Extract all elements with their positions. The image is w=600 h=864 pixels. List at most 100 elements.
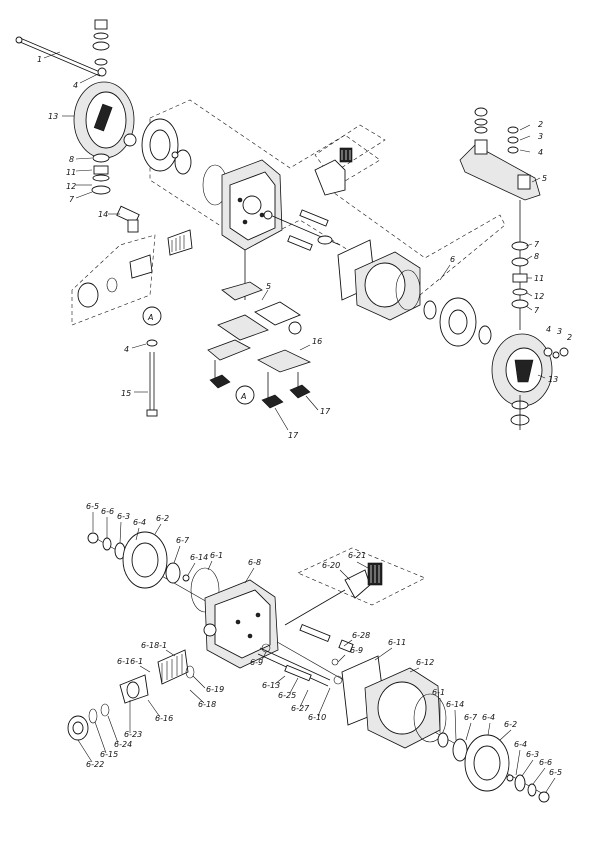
svg-text:4: 4 [546, 325, 551, 334]
svg-text:6-2: 6-2 [156, 514, 169, 523]
svg-text:6-14: 6-14 [446, 700, 464, 709]
callout-a-2: A [235, 385, 255, 405]
pilot-pad [314, 147, 353, 196]
svg-text:6-3: 6-3 [526, 750, 539, 759]
svg-text:6-16-1: 6-16-1 [117, 657, 143, 666]
svg-text:6-27: 6-27 [291, 704, 310, 713]
svg-text:5: 5 [266, 282, 271, 291]
svg-text:6-28: 6-28 [352, 631, 370, 640]
svg-text:3: 3 [557, 327, 562, 336]
svg-text:12: 12 [534, 292, 544, 301]
valve-stack-right [510, 200, 530, 430]
svg-text:6-21: 6-21 [348, 551, 366, 560]
svg-text:7: 7 [534, 240, 540, 249]
part-labels-top: 1 4 13 8 11 12 7 14 5 16 4 15 17 17 6 2 … [37, 55, 572, 440]
svg-text:6-16: 6-16 [155, 714, 173, 723]
svg-text:A: A [240, 392, 246, 401]
nut-stack-left [92, 19, 110, 66]
svg-text:2: 2 [538, 120, 543, 129]
svg-text:11: 11 [66, 168, 76, 177]
svg-text:6-4: 6-4 [514, 740, 527, 749]
svg-text:A: A [147, 313, 153, 322]
air-valve-bottom [67, 649, 195, 741]
svg-text:6-19: 6-19 [206, 685, 224, 694]
svg-text:7: 7 [69, 195, 75, 204]
washer [97, 67, 107, 77]
center-body-bottom [203, 579, 279, 669]
svg-text:6-22: 6-22 [86, 760, 104, 769]
svg-text:6-9: 6-9 [250, 658, 263, 667]
bottom-exploded-view: 6-5 6-6 6-3 6-4 6-2 6-7 6-14 6-1 6-8 6-2… [67, 502, 562, 803]
shaft-assembly [263, 209, 341, 251]
svg-text:8: 8 [69, 155, 74, 164]
svg-text:14: 14 [98, 210, 108, 219]
pilot-pad-bottom [284, 562, 383, 626]
dashed-frame-pilot [314, 124, 386, 176]
svg-text:6-18-1: 6-18-1 [141, 641, 167, 650]
right-end-cap [491, 333, 569, 407]
svg-text:6-5: 6-5 [86, 502, 99, 511]
svg-text:6-20: 6-20 [322, 561, 340, 570]
leader-lines-top [43, 51, 546, 431]
right-diaphragm-stack [452, 734, 550, 803]
svg-text:6-12: 6-12 [416, 658, 434, 667]
svg-text:16: 16 [312, 337, 322, 346]
svg-text:6-1: 6-1 [210, 551, 223, 560]
through-rod [19, 37, 101, 73]
shaft-assembly-bottom [257, 624, 354, 687]
svg-text:2: 2 [567, 333, 572, 342]
svg-text:15: 15 [121, 389, 131, 398]
svg-text:13: 13 [48, 112, 58, 121]
svg-text:6-4: 6-4 [133, 518, 146, 527]
svg-text:5: 5 [542, 174, 547, 183]
svg-text:6-7: 6-7 [176, 536, 190, 545]
svg-text:6-3: 6-3 [117, 512, 130, 521]
svg-text:6-24: 6-24 [114, 740, 132, 749]
svg-text:6-8: 6-8 [248, 558, 261, 567]
svg-text:3: 3 [538, 132, 543, 141]
diaphragm-left [141, 118, 192, 175]
svg-text:4: 4 [538, 148, 543, 157]
svg-text:4: 4 [124, 345, 129, 354]
part-labels-bottom: 6-5 6-6 6-3 6-4 6-2 6-7 6-14 6-1 6-8 6-2… [86, 502, 562, 777]
svg-text:17: 17 [288, 431, 299, 440]
mounting-brackets [207, 250, 312, 409]
left-diaphragm-stack [87, 531, 220, 613]
right-housing [337, 239, 421, 321]
svg-text:17: 17 [320, 407, 331, 416]
svg-text:6-13: 6-13 [262, 681, 280, 690]
svg-text:6-4: 6-4 [482, 713, 495, 722]
stud-bolt [146, 339, 158, 417]
dashed-frame-top-center [149, 99, 506, 296]
svg-text:6-7: 6-7 [464, 713, 478, 722]
dashed-frame-bottom-pilot [297, 547, 426, 606]
svg-text:6-14: 6-14 [190, 553, 208, 562]
svg-text:6-1: 6-1 [432, 688, 445, 697]
svg-text:7: 7 [534, 306, 540, 315]
svg-text:6: 6 [450, 255, 455, 264]
svg-text:6-5: 6-5 [549, 768, 562, 777]
diaphragm-right [423, 297, 492, 347]
svg-text:6-9: 6-9 [350, 646, 363, 655]
svg-text:6-18: 6-18 [198, 700, 216, 709]
air-valve-left [77, 205, 193, 308]
svg-text:6-11: 6-11 [388, 638, 406, 647]
right-housing-bottom [341, 655, 449, 749]
svg-text:6-23: 6-23 [124, 730, 142, 739]
valve-stack-left [91, 153, 111, 195]
svg-text:8: 8 [534, 252, 539, 261]
leader-lines-bottom [77, 512, 556, 793]
top-exploded-view: A A [15, 19, 572, 440]
svg-text:13: 13 [548, 375, 558, 384]
svg-text:11: 11 [534, 274, 544, 283]
callout-a-1: A [142, 306, 162, 326]
svg-text:1: 1 [37, 55, 42, 64]
manifold-right [459, 107, 541, 201]
svg-text:6-6: 6-6 [101, 507, 114, 516]
svg-text:6-6: 6-6 [539, 758, 552, 767]
svg-text:6-25: 6-25 [278, 691, 296, 700]
left-end-cap [73, 81, 137, 159]
svg-text:4: 4 [73, 81, 78, 90]
svg-text:6-10: 6-10 [308, 713, 326, 722]
